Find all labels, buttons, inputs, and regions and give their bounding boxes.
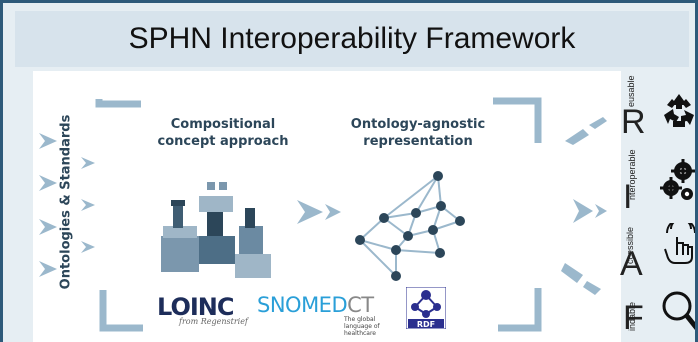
incoming-chevrons — [39, 133, 95, 277]
recycle-icon — [664, 94, 694, 127]
magnifier-icon — [662, 291, 695, 331]
snomed-tagline: The global language of healthcare — [344, 316, 380, 337]
fair-letter-a: A — [620, 245, 643, 283]
loinc-tagline: from Regenstrief — [179, 317, 248, 326]
bracket-top-right — [493, 97, 542, 143]
chevron-icon — [565, 129, 589, 145]
bracket-bottom-right — [498, 288, 542, 332]
outgoing-chevrons — [561, 117, 607, 295]
bracket-frame — [95, 97, 542, 332]
chevron-icon — [573, 199, 593, 223]
fair-word-interoperable: nteroperable — [627, 149, 637, 200]
network-graph-icon — [355, 171, 465, 281]
chevron-icon — [39, 219, 57, 235]
diagram-title: SPHN Interoperability Framework — [128, 22, 576, 55]
gears-icon — [660, 159, 695, 200]
chevron-icon — [583, 281, 601, 295]
ontology-label: Ontology-agnostic representation — [350, 117, 486, 149]
fair-letter-i: I — [623, 178, 633, 216]
bracket-bottom-left — [99, 290, 143, 332]
compositional-label: Compositional concept approach — [157, 117, 289, 149]
middle-chevron-arrow — [297, 200, 341, 224]
pointing-hand-icon — [664, 223, 695, 264]
fair-letter-r: R — [621, 103, 646, 141]
chevron-icon — [81, 241, 95, 253]
chevron-icon — [561, 263, 583, 283]
chevron-icon — [589, 117, 607, 129]
chevron-icon — [81, 157, 95, 169]
loinc-logo: LOINC — [157, 293, 234, 321]
title-bar: SPHN Interoperability Framework — [15, 11, 689, 67]
rdf-logo: RDF — [406, 287, 446, 329]
lego-blocks-icon — [161, 182, 271, 278]
chevron-icon — [39, 133, 57, 149]
chevron-icon — [39, 261, 57, 277]
fair-letter-f: F — [623, 299, 644, 337]
chevron-icon — [39, 175, 57, 191]
chevron-icon — [81, 199, 95, 211]
fair-word-accessible: ccessible — [625, 226, 635, 264]
bracket-top-left — [95, 99, 141, 108]
snomed-logo: SNOMEDCT — [257, 293, 374, 317]
fair-word-findable: indable — [627, 301, 637, 331]
rdf-logo-text: RDF — [417, 320, 435, 329]
chevron-icon — [595, 204, 607, 218]
fair-word-reusable: eusable — [626, 75, 636, 107]
